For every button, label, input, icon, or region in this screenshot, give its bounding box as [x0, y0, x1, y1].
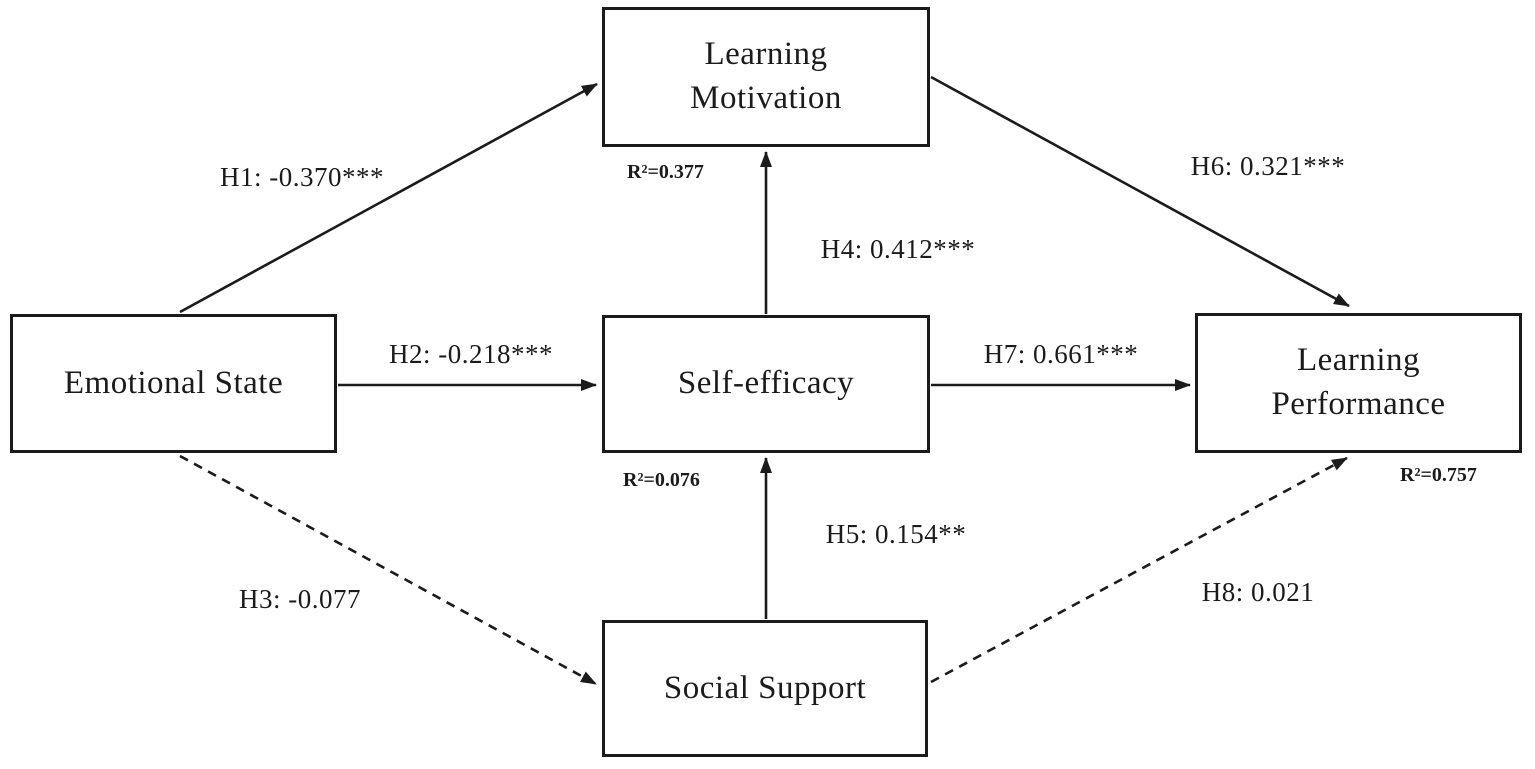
edge-label-h1: H1: -0.370*** — [220, 162, 384, 192]
node-learning-motivation-label: Learning Motivation — [690, 36, 842, 116]
node-learning-performance: Learning Performance — [1195, 313, 1522, 453]
node-learning-performance-label: Learning Performance — [1271, 342, 1446, 422]
r2-learning-performance: R²=0.757 — [1400, 464, 1477, 486]
edge-h8-arrow — [930, 456, 1348, 684]
edge-label-h6: H6: 0.321*** — [1190, 151, 1346, 181]
node-emotional-state: Emotional State — [10, 314, 337, 453]
node-self-efficacy: Self-efficacy — [602, 315, 930, 453]
node-social-support-label: Social Support — [663, 669, 867, 706]
edge-label-h4: H4: 0.412*** — [820, 234, 976, 264]
node-social-support: Social Support — [602, 620, 928, 757]
edge-h3-arrow — [179, 454, 597, 686]
node-emotional-state-label: Emotional State — [63, 364, 284, 401]
r2-learning-motivation: R²=0.377 — [627, 161, 704, 183]
node-learning-motivation: Learning Motivation — [602, 7, 930, 147]
edge-label-h2: H2: -0.218*** — [389, 339, 553, 369]
r2-self-efficacy: R²=0.076 — [623, 469, 700, 491]
node-self-efficacy-label: Self-efficacy — [677, 365, 855, 402]
edge-h6-arrow — [930, 75, 1350, 308]
edge-label-h7: H7: 0.661*** — [983, 339, 1139, 369]
edge-label-h8: H8: 0.021 — [1201, 577, 1315, 607]
edge-h1-arrow — [179, 82, 598, 314]
edge-label-h5: H5: 0.154** — [825, 519, 967, 549]
edge-label-h3: H3: -0.077 — [239, 584, 361, 614]
